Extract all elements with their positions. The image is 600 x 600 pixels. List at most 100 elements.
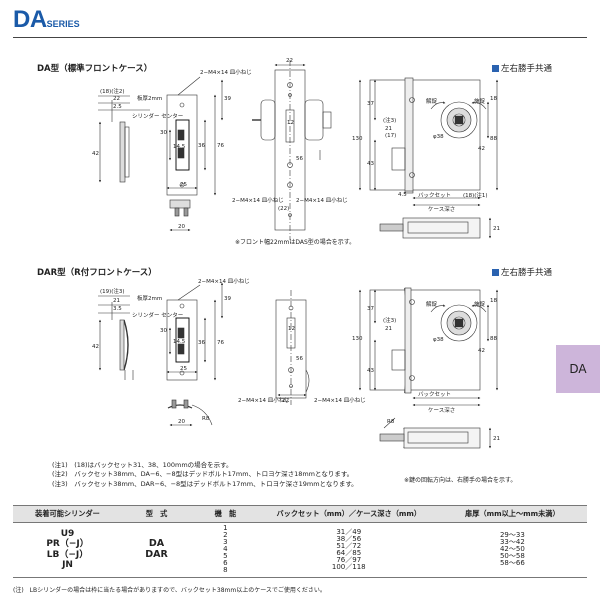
dim-20-dar: 20: [178, 419, 185, 425]
side-tab-da: DA: [556, 345, 600, 393]
footnote: (注) LBシリンダーの場合は枠に当たる場合がありますので、バックセット38mm…: [13, 587, 326, 594]
da-strike-bottom-view: [169, 199, 191, 232]
backset-item: 38／56: [336, 534, 362, 543]
dim-21-dar: 21: [113, 298, 120, 304]
dim-42-right: 42: [478, 146, 485, 152]
common-label-dar: 左右勝手共通: [492, 266, 552, 278]
note-2: (注2) バックセット38mm、DA−6、−8型はデッドボルト17mm、トロヨケ…: [52, 470, 354, 478]
dim-18-right: 18: [490, 96, 497, 102]
cell-door-thickness: 29〜33 33〜42 42〜50 50〜58 58〜66: [437, 522, 587, 578]
col-type: 型 式: [122, 505, 191, 523]
backset-item: 100／118: [331, 562, 366, 571]
table-header-row: 装着可能シリンダー 型 式 機 能 バックセット（mm）／ケース深さ（mm） 扉…: [13, 505, 587, 523]
door-thickness-item: 42〜50: [499, 545, 525, 553]
label-backset-dar: バックセット: [418, 391, 451, 398]
cylinder-pr: PR（−J）: [46, 539, 89, 550]
dim-42-dar: 42: [92, 344, 99, 350]
label-screw-bottom-left: 2−M4×14 皿小ねじ: [232, 196, 284, 204]
label-lock: 施錠: [474, 97, 486, 105]
da-cylinder-side-view: [252, 60, 332, 240]
cell-backsets: 31／49 38／56 51／72 64／85 76／97 100／118: [259, 522, 438, 578]
label-case-depth-dar: ケース深さ: [428, 406, 455, 414]
label-r8-key: R8: [387, 419, 395, 425]
table-row: U9 PR（−J） LB（−J） JN DA DAR 1 2 3 4 5 6 8…: [13, 522, 587, 578]
dim-3-5: 3.5: [113, 306, 122, 312]
label-phi38: φ38: [433, 134, 444, 140]
label-r8: R8: [202, 416, 210, 422]
function-item: 6: [223, 559, 228, 567]
dim-39-dar: 39: [224, 296, 231, 302]
dim-76: 76: [217, 143, 224, 149]
common-label-da: 左右勝手共通: [492, 62, 552, 74]
note-das: ※フロント幅22mmはDAS型の場合を示す。: [235, 239, 356, 246]
dim-88-dar: 88: [490, 336, 497, 342]
function-item: 5: [223, 552, 228, 560]
type-dar: DAR: [145, 548, 168, 560]
da-strike-side-view: [98, 95, 150, 183]
dim-22-paren: (22): [278, 206, 289, 212]
function-item: 8: [223, 566, 228, 574]
dim-21-key-dar: 21: [493, 436, 500, 442]
door-thickness-item: 29〜33: [499, 531, 525, 539]
note-rotation: ※鍵の回転方向は、右勝手の場合を示す。: [404, 477, 517, 484]
dim-14-5-dar: 14.5: [173, 339, 186, 345]
section-title-da: DA型（標準フロントケース）: [37, 64, 153, 74]
dim-88: 88: [490, 136, 497, 142]
col-door-thickness: 扉厚（mm以上〜mm未満）: [437, 505, 587, 523]
dim-56: 56: [296, 156, 303, 162]
label-screw-bottom-right: 2−M4×14 皿小ねじ: [296, 196, 348, 204]
cell-functions: 1 2 3 4 5 6 8: [190, 522, 260, 578]
label-unlock: 解錠: [426, 97, 438, 105]
dim-21-dar-right: 21: [385, 326, 392, 332]
square-bullet-icon: [492, 65, 499, 72]
cylinder-jn: JN: [62, 559, 73, 570]
function-item: 2: [223, 531, 228, 539]
series-logo-main: DA: [13, 6, 47, 33]
cylinder-lb: LB（−J）: [46, 549, 89, 560]
cylinder-u9: U9: [60, 528, 75, 539]
note-3: (注3) バックセット38mm、DAR−6、−8型はデッドボルト17mm、トロヨ…: [52, 480, 358, 488]
section-title-dar: DAR型（R付フロントケース）: [37, 268, 157, 278]
series-logo-sub: SERIES: [46, 19, 80, 29]
col-backset: バックセット（mm）／ケース深さ（mm）: [259, 505, 438, 523]
backset-item: 51／72: [336, 541, 362, 550]
function-item: 1: [223, 524, 228, 532]
dim-note3-dar: (注3): [383, 316, 396, 324]
door-thickness-item: 33〜42: [499, 538, 525, 546]
dim-12: 12: [287, 120, 294, 126]
dim-note3-right: (注3): [383, 116, 396, 124]
dim-14-5: 14.5: [173, 144, 186, 150]
dim-36-dar: 36: [198, 340, 205, 346]
common-text-da: 左右勝手共通: [501, 64, 553, 74]
label-screw-top: 2−M4×14 皿小ねじ: [200, 68, 252, 76]
label-backset: バックセット: [418, 192, 451, 199]
dim-130-dar: 130: [352, 336, 363, 342]
square-bullet-icon: [492, 269, 499, 276]
dim-37-dar: 37: [367, 306, 374, 312]
dim-17: (17): [385, 133, 396, 139]
label-cylinder-center: シリンダー センター: [132, 112, 183, 120]
dim-43: 43: [367, 161, 374, 167]
common-text-dar: 左右勝手共通: [501, 268, 553, 278]
dim-19-note3: (19)(注3): [100, 287, 125, 295]
door-thickness-item: 58〜66: [499, 559, 525, 567]
da-strike-front-view: [166, 76, 224, 196]
label-plate-thickness: 板厚2mm: [137, 94, 162, 102]
dim-42: 42: [92, 151, 99, 157]
dim-39: 39: [224, 96, 231, 102]
dim-42-dar-right: 42: [478, 348, 485, 354]
dar-cylinder-side-view: [275, 290, 310, 405]
function-item: 3: [223, 538, 228, 546]
dim-76-dar: 76: [217, 340, 224, 346]
type-da: DA: [148, 537, 165, 549]
dim-4-5: 4.5: [398, 192, 407, 198]
dim-56-dar: 56: [296, 356, 303, 362]
backset-item: 64／85: [336, 548, 362, 557]
dim-21-key: 21: [493, 226, 500, 232]
backset-item: 76／97: [336, 555, 362, 564]
dim-37: 37: [367, 101, 374, 107]
label-cylinder-center-dar: シリンダー センター: [132, 311, 183, 319]
dim-20: 20: [178, 224, 185, 230]
dar-strike-side-view: [98, 295, 134, 380]
